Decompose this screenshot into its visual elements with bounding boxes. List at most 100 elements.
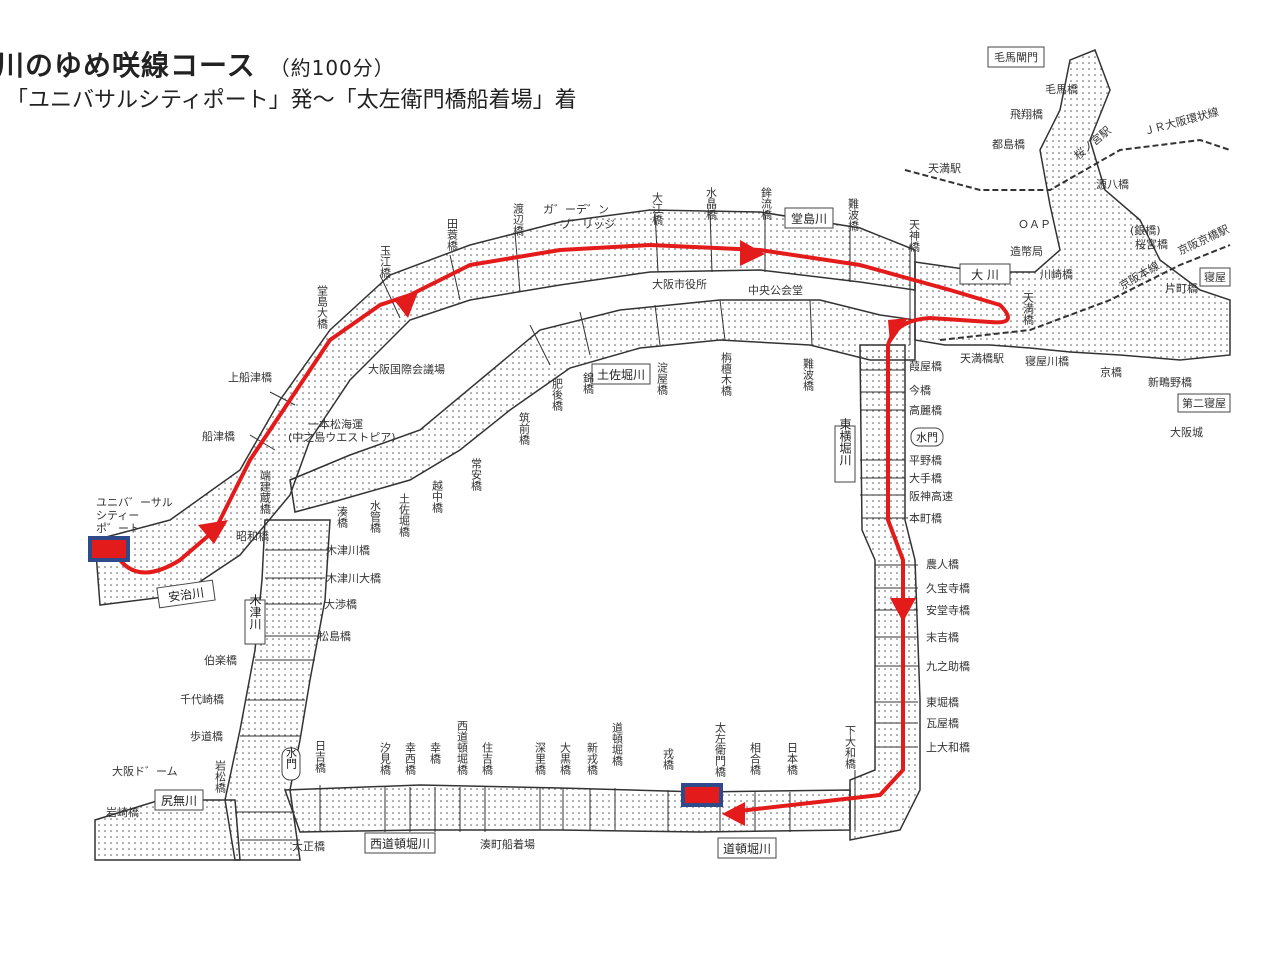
label-kawaraya: 瓦屋橋 xyxy=(926,716,959,730)
label-sakuranomiya-label: (銀橋) xyxy=(1130,223,1161,237)
label-minatomachi: 湊町船着場 xyxy=(480,837,535,851)
label-ennoki: 栴檀木橋 xyxy=(720,351,733,397)
label-ote: 大手橋 xyxy=(909,471,942,485)
label-yodoya: 淀屋橋 xyxy=(656,361,669,396)
route-arrows xyxy=(198,240,916,826)
label-funatsu: 船津橋 xyxy=(202,429,235,443)
label-ima: 今橋 xyxy=(909,383,931,397)
label-matsushima: 松島橋 xyxy=(318,629,351,643)
label-usp-3: ポ゛ート xyxy=(96,522,140,535)
label-tenmabashi-st: 天満橋駅 xyxy=(960,351,1004,365)
label-usp-1: ユニバ゛ーサル xyxy=(96,496,173,509)
label-genpachi: 源八橋 xyxy=(1096,177,1129,191)
label-gate-east: 水門 xyxy=(916,431,938,444)
label-chikuzen: 筑前橋 xyxy=(518,411,531,446)
bridge-labels-vertical: 玉江橋 田蓑橋 渡辺橋 大江橋 水晶橋 鉾流橋 難波橋 天神橋 堂島大橋 端建蔵… xyxy=(214,186,1035,794)
rivers xyxy=(94,49,1231,861)
label-oe: 大江橋 xyxy=(651,191,664,226)
label-kamifunatsu: 上船津橋 xyxy=(228,370,272,384)
label-noujin: 農人橋 xyxy=(926,557,959,571)
arrow-5 xyxy=(890,598,916,622)
page-subtitle: 「ユニバサルシティポート」発～「太左衛門橋船着場」着 xyxy=(6,88,577,113)
arrow-2 xyxy=(394,292,418,318)
place-labels: ユニバ゛ーサル シティー ポ゛ート 大阪国際会議場 一本松海運 (中之島ウエスト… xyxy=(96,46,1231,851)
label-gate-west: 水門 xyxy=(285,747,298,770)
label-dojima: 堂島川 xyxy=(791,211,827,226)
label-saiwai: 幸橋 xyxy=(429,742,442,765)
label-bansho: 大渉橋 xyxy=(324,597,357,611)
label-naniwa2: 難波橋 xyxy=(802,358,815,392)
label-honmachi: 本町橋 xyxy=(909,511,942,525)
label-shiomi: 汐見橋 xyxy=(379,741,392,776)
label-oap: ＯＡＰ xyxy=(1018,218,1051,231)
label-mizushina: 水管橋 xyxy=(369,500,382,534)
label-dotonbori-b: 道頓堀橋 xyxy=(611,721,624,767)
label-aioi: 相合橋 xyxy=(749,742,762,776)
label-hiyoshi: 日吉橋 xyxy=(314,740,327,774)
label-ajikawa: 安治川 xyxy=(167,585,205,605)
arrow-1 xyxy=(198,520,228,544)
label-tenma: 天満橋 xyxy=(1022,292,1035,326)
river-higashiyokobori xyxy=(849,344,921,841)
label-dotonbori: 道頓堀川 xyxy=(723,841,771,856)
label-kizugawa-b: 木津川橋 xyxy=(326,543,370,557)
duration-text: （約100分） xyxy=(269,56,395,80)
label-heino: 平野橋 xyxy=(909,453,942,467)
label-jr-loop: ＪＲ大阪環状線 xyxy=(1142,104,1220,137)
label-kokusai: 大阪国際会議場 xyxy=(368,362,445,376)
label-minato: 湊橋 xyxy=(336,505,349,529)
label-andoji: 安堂寺橋 xyxy=(926,603,970,617)
keihan-line xyxy=(939,244,1231,341)
river-kizugawa xyxy=(224,519,331,861)
label-iwasaki: 岩崎橋 xyxy=(106,805,139,819)
label-kyo: 京橋 xyxy=(1100,365,1122,379)
label-suisho: 水晶橋 xyxy=(705,187,718,221)
label-nishidotonbori: 西道頓堀川 xyxy=(370,836,430,851)
label-iwamatsu: 岩松橋 xyxy=(214,759,227,794)
label-naniwa: 難波橋 xyxy=(847,198,860,232)
label-tamino: 田蓑橋 xyxy=(446,218,459,252)
label-dojimaohashi: 堂島大橋 xyxy=(316,285,329,330)
label-daikoku: 大黒橋 xyxy=(559,741,572,776)
label-shinkyono: 新鴫野橋 xyxy=(1148,375,1192,389)
label-higashiyokobori: 東横堀川 xyxy=(838,418,852,466)
river-labels: 堂島川 土佐堀川 大 川 東横堀川 道頓堀川 西道頓堀川 木津川 安治川 尻無川 xyxy=(154,207,1011,859)
label-okawa: 大 川 xyxy=(971,268,999,282)
label-saisai: 幸西橋 xyxy=(404,742,417,776)
label-honmatsu: 一本松海運 xyxy=(308,417,363,431)
label-nippon: 日本橋 xyxy=(786,742,799,776)
label-garden-2: ブ゛リッジ xyxy=(560,217,615,231)
label-kyuhoji: 久宝寺橋 xyxy=(926,581,970,595)
label-neya: 寝屋 xyxy=(1204,270,1226,284)
label-kamiowa: 上大和橋 xyxy=(926,740,970,754)
arrow-3 xyxy=(740,240,765,266)
label-daini-neya: 第二寝屋 xyxy=(1182,396,1226,410)
label-katamachi: 片町橋 xyxy=(1165,281,1198,295)
arrow-6 xyxy=(722,802,745,826)
label-sueyoshi: 末吉橋 xyxy=(926,630,959,644)
label-higo: 肥後橋 xyxy=(551,378,564,412)
label-joan: 常安橋 xyxy=(470,458,483,492)
label-shimowa: 下大和橋 xyxy=(844,725,857,770)
start-marker xyxy=(88,536,130,562)
bridge-lines xyxy=(235,211,918,841)
label-korai: 高麗橋 xyxy=(909,403,942,417)
label-kaorai: 葭屋橋 xyxy=(909,359,942,373)
label-kawasaki: 川崎橋 xyxy=(1040,267,1073,281)
label-showa: 昭和橋 xyxy=(236,529,269,543)
label-shiyakusho: 大阪市役所 xyxy=(652,277,707,291)
label-taisho: 大正橋 xyxy=(292,839,325,853)
label-nishidoton-b: 西道頓堀橋 xyxy=(456,720,469,776)
label-ayumi: 歩道橋 xyxy=(190,729,223,743)
river-shirinashi xyxy=(94,799,241,861)
label-gyokko: 玉江橋 xyxy=(379,245,392,279)
label-sakuranomiya: 桜宮橋 xyxy=(1135,237,1168,251)
label-ebisu: 戎橋 xyxy=(662,748,675,771)
label-zoheikyoku: 造幣局 xyxy=(1010,244,1043,258)
bridge-labels: 上船津橋 船津橋 昭和橋 葭屋橋 今橋 高麗橋 平野橋 大手橋 阪神高速 本町橋… xyxy=(106,82,1198,853)
label-garden-1: ガ゛ーデ゛ン xyxy=(543,202,609,216)
label-usp-2: シティー xyxy=(96,509,139,522)
label-kizu: 木津川 xyxy=(248,594,262,630)
label-miyakojima: 都島橋 xyxy=(992,137,1025,151)
